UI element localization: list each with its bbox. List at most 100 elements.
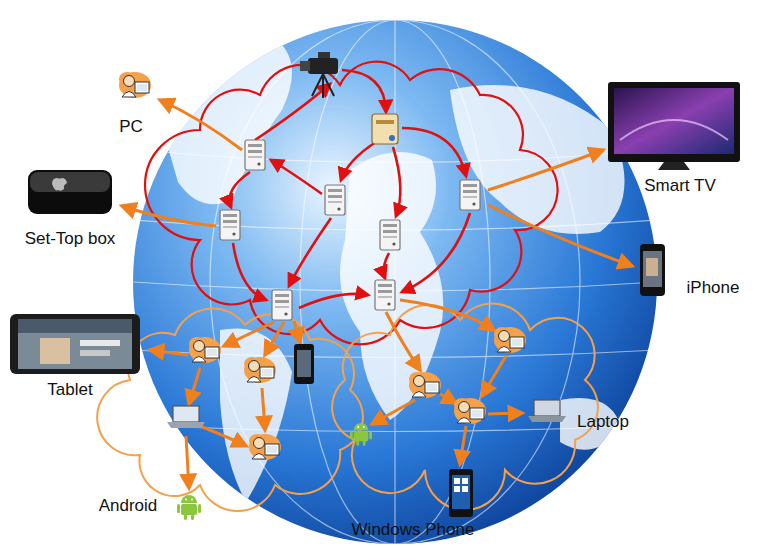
core-arrows-part <box>402 213 470 292</box>
user-peers <box>119 72 526 460</box>
core-arrows-part <box>342 70 386 112</box>
delivery-arrows-part <box>372 400 415 424</box>
peer-phone <box>294 344 314 384</box>
globe-part <box>133 20 657 544</box>
delivery-arrows-part <box>488 413 522 414</box>
set-top-box <box>28 170 112 214</box>
delivery-arrows-part <box>200 426 246 446</box>
delivery-arrows-part <box>160 100 242 150</box>
core-arrows-part <box>384 253 389 278</box>
iphone-part <box>640 244 665 296</box>
delivery-arrows-part <box>294 321 300 342</box>
continents <box>160 38 625 502</box>
device-label: PC <box>119 117 143 137</box>
windows-phone-part <box>454 478 460 484</box>
delivery-arrows-part <box>488 205 632 266</box>
servers <box>220 140 480 320</box>
peer-laptop-part <box>167 422 205 428</box>
laptop-part <box>534 400 560 416</box>
tablet <box>10 314 140 374</box>
device-label: Smart TV <box>644 176 715 196</box>
servers-part <box>272 290 292 320</box>
windows-phone <box>449 469 473 517</box>
user-peers-part <box>454 398 486 424</box>
user-peers-part <box>244 357 276 383</box>
core-arrows-part <box>289 218 331 286</box>
encoder-part <box>376 120 394 124</box>
delivery-arrows-part <box>122 206 216 226</box>
set-top-box-part <box>28 170 112 214</box>
device-label: Windows Phone <box>352 520 475 540</box>
core-arrows-part <box>271 160 322 194</box>
windows-phone-part <box>462 478 468 484</box>
core-arrows-part <box>233 243 266 300</box>
grid-lines-part <box>210 20 580 544</box>
tablet-part <box>18 319 132 333</box>
device-label: Set-Top box <box>25 229 116 249</box>
core-arrows-part <box>299 294 368 308</box>
grid-lines-part <box>140 425 650 432</box>
smart-tv-part <box>658 162 690 170</box>
servers-part <box>460 180 480 210</box>
delivery-arrows-part <box>150 350 188 355</box>
delivery-arrows-part <box>482 356 506 396</box>
peer-laptop <box>167 406 205 428</box>
network-clouds-part <box>145 62 558 345</box>
delivery-arrows-part <box>440 394 456 403</box>
delivery-arrows-part <box>262 388 265 430</box>
network-clouds <box>97 62 598 511</box>
smart-tv-part <box>620 120 728 140</box>
camera-part <box>308 58 338 74</box>
servers-part <box>380 220 400 250</box>
iphone-part <box>646 258 658 276</box>
device-label: Tablet <box>47 380 92 400</box>
peer-phone-part <box>297 350 311 377</box>
smart-tv <box>608 82 740 170</box>
set-top-box-part <box>30 172 110 192</box>
encoder-part <box>372 114 398 144</box>
continents-part <box>450 85 625 234</box>
camera-part <box>312 74 334 98</box>
delivery-arrows-part <box>224 322 274 346</box>
user-peers-part <box>494 327 526 353</box>
core-arrows-part <box>230 172 250 207</box>
servers-part <box>325 185 345 215</box>
tablet-part <box>18 319 132 369</box>
set-top-box-part <box>52 178 67 191</box>
delivery-arrows-part <box>189 368 200 404</box>
windows-phone-part <box>449 469 473 517</box>
tablet-part <box>80 340 120 346</box>
tablet-part <box>80 350 110 356</box>
user-peers-part <box>249 434 281 460</box>
core-arrows <box>230 70 470 308</box>
android-icons-part <box>177 495 201 520</box>
laptop-part <box>528 416 566 422</box>
camera-part <box>300 61 310 71</box>
core-arrows-part <box>393 147 400 216</box>
globe <box>133 20 657 544</box>
servers-part <box>375 280 395 310</box>
smart-tv-part <box>608 82 740 162</box>
core-arrows-part <box>402 128 466 176</box>
grid-lines <box>133 20 657 544</box>
delivery-arrows-part <box>400 300 494 330</box>
encoder-part <box>389 135 395 141</box>
camera-part <box>318 52 330 58</box>
delivery-arrows-part <box>186 436 189 488</box>
grid-lines-part <box>300 20 490 544</box>
android-icons <box>177 423 372 520</box>
servers-part <box>220 210 240 240</box>
globe-part <box>133 20 657 544</box>
laptop <box>528 400 566 422</box>
delivery-arrows-part <box>488 150 603 190</box>
delivery-arrows-part <box>265 322 284 355</box>
peer-laptop-part <box>173 406 199 422</box>
device-label: Android <box>99 496 158 516</box>
device-label: Laptop <box>577 412 629 432</box>
continents-part <box>160 38 292 204</box>
delivery-arrows-part <box>386 312 420 370</box>
core-arrows-part <box>341 142 376 180</box>
iphone-part <box>643 251 662 287</box>
